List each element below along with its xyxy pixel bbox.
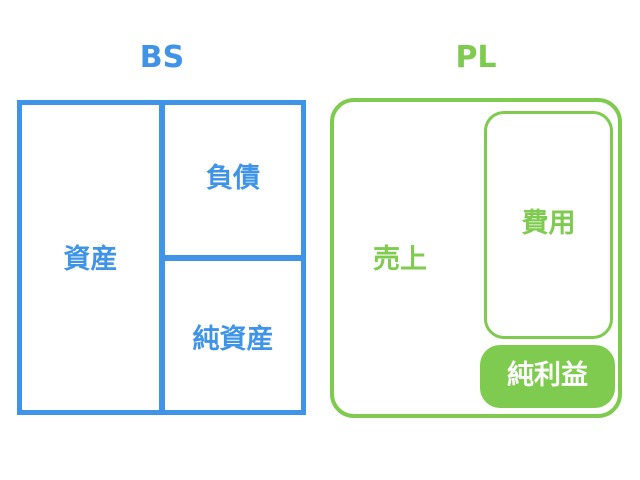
pl-expenses-label: 費用 (521, 208, 576, 239)
pl-diagram-box (330, 98, 622, 418)
bs-horizontal-divider (159, 255, 306, 261)
pl-expenses-box (484, 111, 613, 339)
bs-liabilities-label: 負債 (206, 163, 260, 194)
pl-net-income-label: 純利益 (507, 360, 588, 391)
bs-assets-label: 資産 (63, 244, 118, 275)
bs-title: BS (139, 40, 185, 75)
pl-net-income-box (480, 345, 615, 408)
bs-net-assets-label: 純資産 (192, 324, 274, 355)
pl-title: PL (455, 40, 497, 75)
pl-sales-label: 売上 (373, 244, 427, 275)
